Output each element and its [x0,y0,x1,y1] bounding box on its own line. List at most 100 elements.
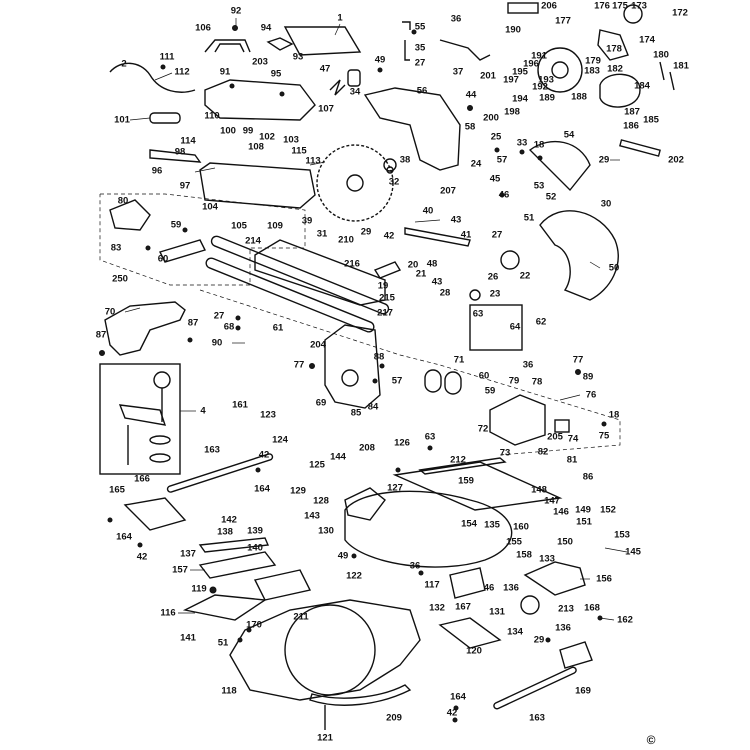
part-label-167: 167 [455,601,471,613]
part-134-knob [520,595,540,615]
part-26-washer [500,250,520,270]
part-label-35: 35 [414,42,426,54]
part-label-64: 64 [509,321,521,333]
part-label-135: 135 [484,519,500,531]
part-label-85: 85 [350,407,362,419]
part-163-rod-right [493,666,577,710]
part-label-215: 215 [379,292,395,304]
part-label-83: 83 [110,242,122,254]
part-70-handle [104,301,186,356]
part-label-104: 104 [202,201,218,213]
part-130-fence-bracket [344,487,386,521]
part-label-208: 208 [359,442,375,454]
part-label-136: 136 [503,582,519,594]
part-label-174: 174 [639,34,655,46]
part-label-185: 185 [643,114,659,126]
part-label-25: 25 [490,131,502,143]
part-191-motor-hub [551,61,569,79]
part-label-175: 175 [612,0,628,12]
part-label-45: 45 [489,173,501,185]
part-label-21: 21 [415,268,427,280]
part-label-126: 126 [394,437,410,449]
part-label-27: 27 [213,310,225,322]
part-69-carriage [324,324,381,409]
part-label-190: 190 [505,24,521,36]
part-label-112: 112 [174,66,190,78]
part-55-35-bolts [402,21,411,61]
part-106-handle [204,39,251,53]
part-140-strip [198,537,270,553]
part-label-78: 78 [531,376,543,388]
part-label-189: 189 [539,92,555,104]
part-39-saw-blade [316,144,394,222]
part-label-80: 80 [117,195,129,207]
part-71-bushing-a [424,369,442,393]
part-label-31: 31 [316,228,328,240]
part-120-lever [438,617,502,649]
part-label-59: 59 [170,219,182,231]
part-label-91: 91 [219,66,231,78]
part-label-60: 60 [478,370,490,382]
copyright-mark: © [646,733,656,747]
part-label-147: 147 [544,495,560,507]
part-label-28: 28 [439,287,451,299]
part-label-110: 110 [204,110,220,122]
part-label-140: 140 [247,542,263,554]
part-label-182: 182 [607,63,623,75]
part-label-213: 213 [558,603,574,615]
part-label-18: 18 [533,139,545,151]
part-166-fence-left [123,497,187,531]
part-label-97: 97 [179,180,191,192]
part-label-73: 73 [499,447,511,459]
part-label-76: 76 [585,389,597,401]
part-label-81: 81 [566,454,578,466]
part-4-washer-a [149,435,171,445]
part-label-194: 194 [512,93,528,105]
part-label-42: 42 [383,230,395,242]
part-label-100: 100 [220,125,236,137]
part-label-42: 42 [258,449,270,461]
part-label-59: 59 [484,385,496,397]
part-156-bevel-lock [523,561,586,596]
part-label-214: 214 [245,235,261,247]
part-label-197: 197 [503,74,519,86]
saw-blade-hub [346,174,364,192]
part-label-74: 74 [567,433,579,445]
subassembly-box-62 [469,304,523,351]
part-label-75: 75 [598,430,610,442]
part-label-19: 19 [377,280,389,292]
part-label-217: 217 [377,307,393,319]
subassembly-outline-upper [99,193,306,286]
part-label-192: 192 [532,81,548,93]
part-label-125: 125 [309,459,325,471]
part-label-250: 250 [112,273,128,285]
part-label-187: 187 [624,106,640,118]
part-label-109: 109 [267,220,283,232]
part-label-163: 163 [529,712,545,724]
part-label-133: 133 [539,553,555,565]
part-212-strip [418,457,507,475]
part-4-knob [153,371,171,389]
part-label-203: 203 [252,56,268,68]
part-label-181: 181 [673,60,689,72]
part-label-142: 142 [221,514,237,526]
part-label-108: 108 [248,141,264,153]
part-label-2: 2 [121,58,127,70]
part-label-33: 33 [516,137,528,149]
part-label-111: 111 [159,51,175,63]
part-label-207: 207 [440,185,456,197]
part-label-124: 124 [272,434,288,446]
part-label-130: 130 [318,525,334,537]
part-label-77: 77 [293,359,305,371]
part-label-195: 195 [512,66,528,78]
part-label-36: 36 [409,560,421,572]
part-label-90: 90 [211,337,223,349]
part-label-42: 42 [136,551,148,563]
part-label-154: 154 [461,518,477,530]
part-label-51: 51 [523,212,535,224]
part-label-134: 134 [507,626,523,638]
part-96-latch [149,149,202,163]
part-182-motor-cap [599,73,641,108]
part-label-156: 156 [596,573,612,585]
